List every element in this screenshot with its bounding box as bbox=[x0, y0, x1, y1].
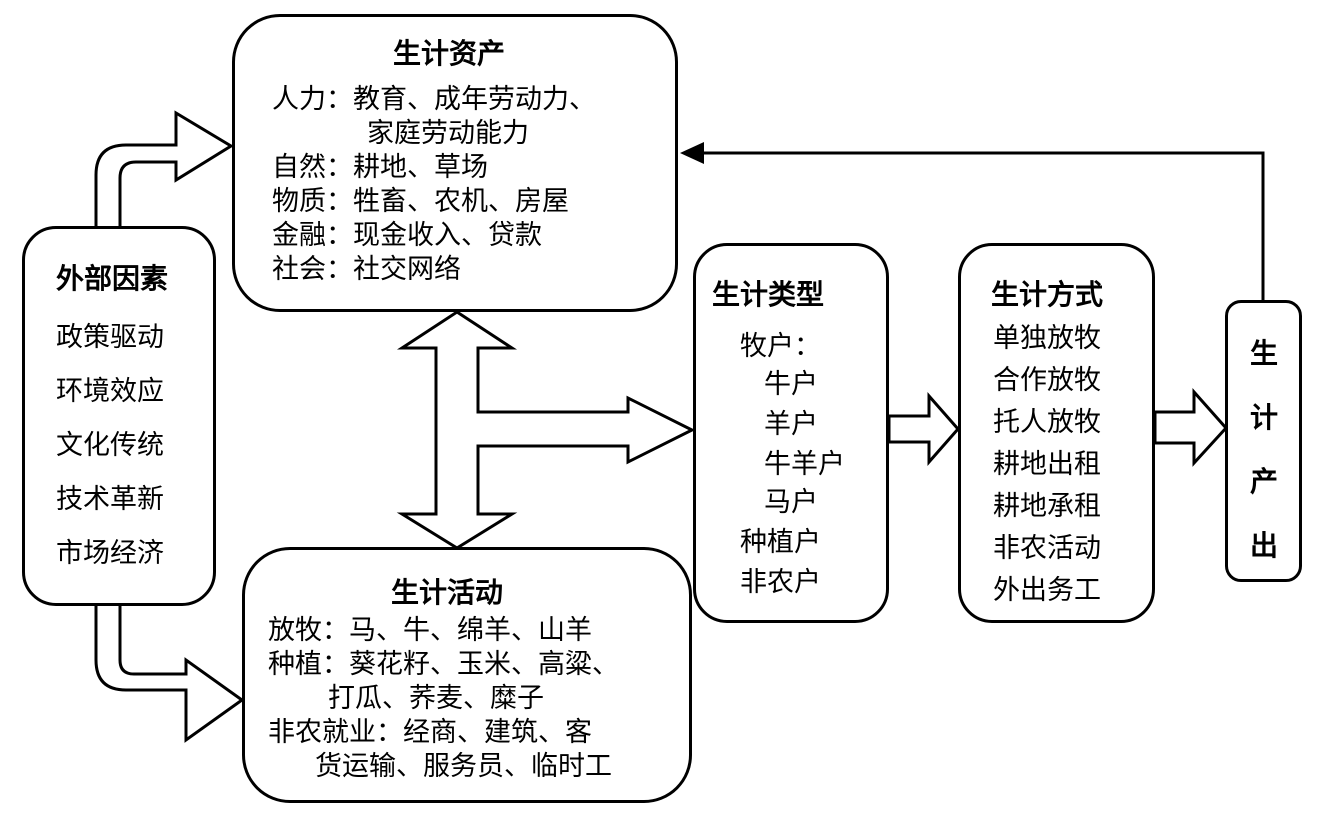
external-factor-item: 市场经济 bbox=[56, 538, 164, 569]
livelihood-asset-line: 家庭劳动能力 bbox=[367, 118, 529, 149]
livelihood-output-char: 生 bbox=[1250, 337, 1279, 370]
external-factor-item: 政策驱动 bbox=[56, 322, 164, 353]
external-factors-title: 外部因素 bbox=[56, 262, 169, 295]
livelihood-type-line: 种植户 bbox=[740, 527, 821, 558]
livelihood-activities-title: 生计活动 bbox=[391, 576, 504, 609]
external-factor-item: 环境效应 bbox=[56, 376, 164, 407]
external-factors-box: 外部因素 政策驱动 环境效应 文化传统 技术革新 市场经济 bbox=[22, 226, 216, 606]
livelihood-activity-line: 非农就业：经商、建筑、客 bbox=[268, 717, 592, 748]
livelihood-asset-line: 社会：社交网络 bbox=[272, 254, 461, 285]
feedback-line bbox=[700, 151, 1265, 300]
livelihood-type-line: 马户 bbox=[764, 487, 818, 518]
livelihood-type-line: 非农户 bbox=[740, 567, 821, 598]
livelihood-types-title: 生计类型 bbox=[712, 278, 825, 311]
livelihood-type-line: 牛羊户 bbox=[764, 449, 845, 480]
livelihood-output-box: 生 计 产 出 bbox=[1225, 300, 1302, 582]
livelihood-output-char: 产 bbox=[1250, 465, 1279, 498]
livelihood-mode-item: 托人放牧 bbox=[993, 407, 1101, 438]
livelihood-activity-line: 种植：葵花籽、玉米、高粱、 bbox=[268, 649, 619, 680]
external-factor-item: 技术革新 bbox=[56, 484, 164, 515]
arrow-assets-activities-to-types bbox=[396, 310, 696, 550]
livelihood-activity-line: 货运输、服务员、临时工 bbox=[315, 751, 612, 782]
livelihood-mode-item: 耕地承租 bbox=[993, 491, 1101, 522]
livelihood-mode-item: 耕地出租 bbox=[993, 449, 1101, 480]
external-factor-item: 文化传统 bbox=[56, 430, 164, 461]
livelihood-modes-box: 生计方式 单独放牧 合作放牧 托人放牧 耕地出租 耕地承租 非农活动 外出务工 bbox=[958, 243, 1155, 623]
livelihood-mode-item: 外出务工 bbox=[993, 575, 1101, 606]
livelihood-asset-line: 人力：教育、成年劳动力、 bbox=[272, 84, 596, 115]
livelihood-asset-line: 自然：耕地、草场 bbox=[272, 152, 488, 183]
livelihood-mode-item: 单独放牧 bbox=[993, 323, 1101, 354]
livelihood-output-char: 出 bbox=[1250, 529, 1279, 562]
livelihood-mode-item: 非农活动 bbox=[993, 533, 1101, 564]
arrow-external-to-assets bbox=[94, 110, 234, 230]
livelihood-type-line: 牛户 bbox=[764, 369, 818, 400]
livelihood-assets-title: 生计资产 bbox=[393, 37, 506, 70]
livelihood-type-line: 牧户： bbox=[740, 331, 821, 362]
arrow-modes-to-output bbox=[1153, 388, 1229, 467]
livelihood-asset-line: 物质：牲畜、农机、房屋 bbox=[272, 186, 569, 217]
arrow-types-to-modes bbox=[887, 392, 960, 466]
livelihood-modes-title: 生计方式 bbox=[991, 278, 1104, 311]
livelihood-activity-line: 打瓜、荞麦、糜子 bbox=[328, 683, 544, 714]
livelihood-activity-line: 放牧：马、牛、绵羊、山羊 bbox=[268, 615, 592, 646]
livelihood-types-box: 生计类型 牧户： 牛户 羊户 牛羊户 马户 种植户 非农户 bbox=[693, 243, 889, 623]
livelihood-output-char: 计 bbox=[1250, 401, 1279, 434]
livelihood-activities-box: 生计活动 放牧：马、牛、绵羊、山羊 种植：葵花籽、玉米、高粱、 打瓜、荞麦、糜子… bbox=[242, 547, 692, 803]
livelihood-type-line: 羊户 bbox=[764, 409, 818, 440]
livelihood-mode-item: 合作放牧 bbox=[993, 365, 1101, 396]
arrow-external-to-activities bbox=[94, 602, 245, 743]
livelihood-asset-line: 金融：现金收入、贷款 bbox=[272, 220, 542, 251]
feedback-arrowhead bbox=[680, 142, 704, 164]
livelihood-assets-box: 生计资产 人力：教育、成年劳动力、 家庭劳动能力 自然：耕地、草场 物质：牲畜、… bbox=[232, 14, 678, 312]
